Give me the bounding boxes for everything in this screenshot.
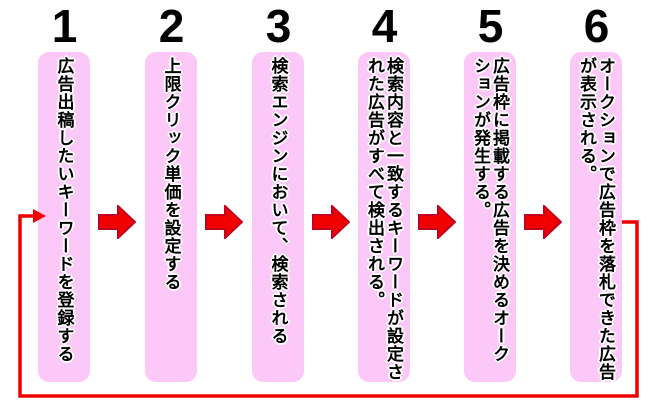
arrow-step5-to-step6 [524, 205, 562, 239]
step-5-box: 広告枠に掲載する広告を決めるオーク ションが発生する。 [464, 52, 516, 382]
step-5: 5 広告枠に掲載する広告を決めるオーク ションが発生する。 [464, 0, 516, 392]
step-4-text: 検索内容と一致するキーワードが設定さ れた広告がすべて検出される。 [365, 57, 403, 381]
step-1-text: 広告出稿したいキーワードを登録する [54, 57, 74, 363]
step-2-box: 上限クリック単価を設定する [145, 52, 197, 382]
step-6-box: オークションで広告枠を落札できた広告 が表示される。 [570, 52, 622, 382]
step-5-text: 広告枠に掲載する広告を決めるオーク ションが発生する。 [471, 57, 509, 363]
step-1: 1 広告出稿したいキーワードを登録する [38, 0, 90, 392]
step-1-number: 1 [51, 0, 78, 52]
step-2-text: 上限クリック単価を設定する [161, 57, 181, 291]
arrow-step1-to-step2 [98, 205, 136, 239]
step-6-text: オークションで広告枠を落札できた広告 が表示される。 [577, 57, 615, 381]
step-3-text: 検索エンジンにおいて、検索される [268, 57, 288, 345]
step-1-box: 広告出稿したいキーワードを登録する [38, 52, 90, 382]
arrow-step2-to-step3 [205, 205, 243, 239]
step-4-number: 4 [371, 0, 398, 52]
step-3: 3 検索エンジンにおいて、検索される [252, 0, 304, 392]
arrow-step3-to-step4 [312, 205, 350, 239]
step-3-number: 3 [265, 0, 292, 52]
loop-path [18, 214, 639, 398]
step-6: 6 オークションで広告枠を落札できた広告 が表示される。 [570, 0, 622, 392]
step-5-number: 5 [477, 0, 504, 52]
step-3-box: 検索エンジンにおいて、検索される [252, 52, 304, 382]
step-4: 4 検索内容と一致するキーワードが設定さ れた広告がすべて検出される。 [358, 0, 410, 392]
arrow-step4-to-step5 [418, 205, 456, 239]
step-2-number: 2 [158, 0, 185, 52]
step-4-box: 検索内容と一致するキーワードが設定さ れた広告がすべて検出される。 [358, 52, 410, 382]
step-6-number: 6 [583, 0, 610, 52]
step-2: 2 上限クリック単価を設定する [145, 0, 197, 392]
